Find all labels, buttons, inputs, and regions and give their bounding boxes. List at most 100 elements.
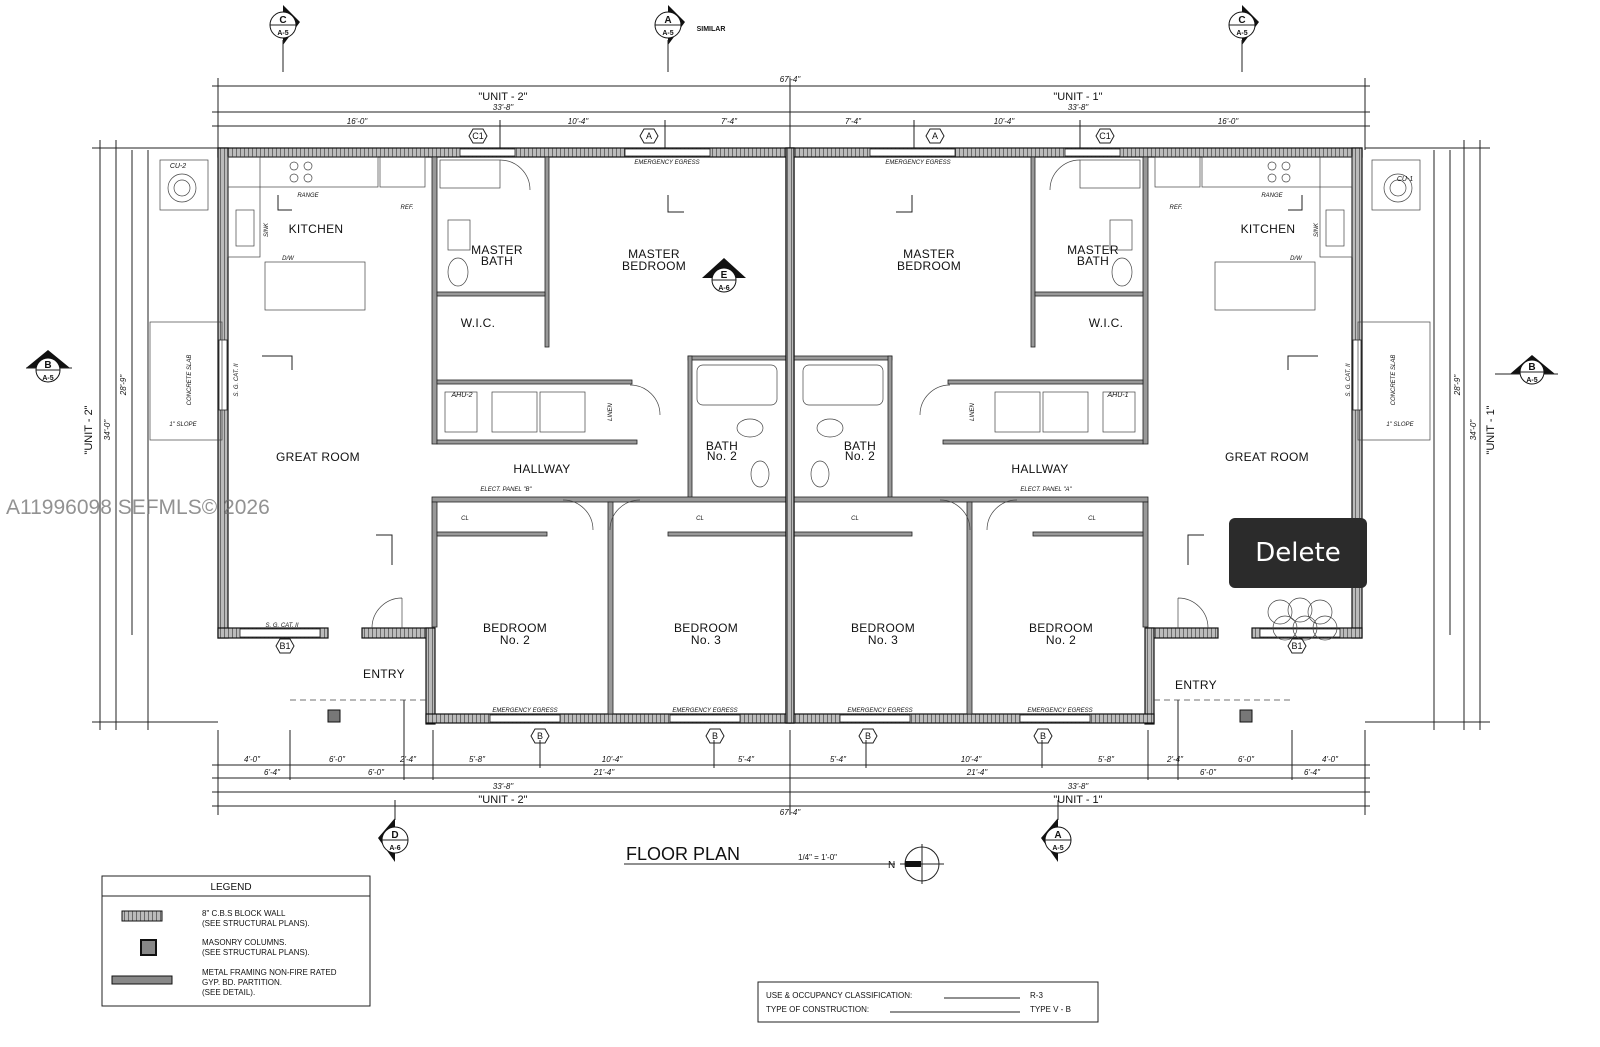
bush-icon [1267,597,1338,641]
room-master-bedroom-unit2: MASTER [628,247,680,261]
type-label: TYPE OF CONSTRUCTION: [766,1005,869,1014]
overall-width-bottom: 67'-4" [780,808,802,817]
room-master-bath-unit1: MASTER [1067,243,1119,257]
unit-1-depth-2: 28'-9" [1453,374,1462,397]
room-kitchen-unit1: KITCHEN [1241,222,1296,236]
legend: LEGEND 8" C.B.S BLOCK WALL (SEE STRUCTUR… [101,875,371,1007]
section-marker: EA-6 [702,258,746,293]
room-bath-unit1: BATH [844,439,876,453]
north-arrow-icon [900,844,944,884]
unit-1-label-bottom: "UNIT - 1" [1053,794,1102,806]
room-hallway-unit1: HALLWAY [1011,462,1068,476]
dim-bottom: 21'-4" [966,768,989,777]
similar-note: SIMILAR [697,26,726,33]
closet-label: CL [1088,516,1096,522]
window-tag: B [530,728,550,744]
dim-bottom: 6'-4" [264,768,281,777]
use-value: R-3 [1030,991,1043,1000]
unit-2-width-bottom: 33'-8" [493,782,515,791]
elect-panel-a: ELECT. PANEL "A" [1020,487,1072,493]
svg-text:A: A [646,131,652,141]
room-bedroom2-unit2-line2: No. 2 [500,633,530,647]
svg-text:B: B [44,360,51,371]
room-bath-unit2: BATH [706,439,738,453]
legend-item-text: GYP. BD. PARTITION. [202,978,282,987]
svg-text:B: B [865,731,871,741]
closet-label: CL [461,516,469,522]
ref-label: REF. [401,205,414,211]
legend-item-text: (SEE DETAIL). [202,988,255,997]
room-bedroom2-unit1-line2: No. 2 [1046,633,1076,647]
room-master-bath-unit2-line2: BATH [481,254,513,268]
egress-note: EMERGENCY EGRESS [847,708,912,714]
drawing-scale: 1/4" = 1'-0" [798,853,837,862]
dw-label: D/W [282,256,295,262]
dim-top: 16'-0" [1218,117,1240,126]
section-marker: BA-5 [1495,355,1558,385]
dimension-lines-sides [92,140,1490,730]
dim-top: 7'-4" [721,117,738,126]
window-tag: C1 [1095,128,1115,144]
room-master-bedroom-unit1-line2: BEDROOM [897,259,961,273]
svg-text:A-5: A-5 [277,30,288,37]
svg-text:A: A [1054,830,1061,841]
svg-text:B: B [1528,362,1535,373]
range-label: RANGE [1261,193,1283,199]
dim-bottom: 6'-0" [1238,755,1255,764]
watermark: A11996098 SEFMLS© 2026 [6,496,270,519]
sink-label: SINK [1314,222,1320,237]
room-wic-unit1: W.I.C. [1089,316,1123,330]
window-tag: B [705,728,725,744]
dim-bottom: 2'-4" [399,755,417,764]
svg-text:A-6: A-6 [718,285,729,292]
linen-label: LINEN [608,402,614,420]
equipment-ahu2: AHU-2 [450,392,472,399]
dim-bottom: 4'-0" [244,755,261,764]
elect-panel-b: ELECT. PANEL "B" [480,487,532,493]
window-tag: C1 [468,128,488,144]
svg-text:A-5: A-5 [662,30,673,37]
dimension-lines-bottom [212,700,1370,815]
slope-label: 1" SLOPE [1386,422,1414,428]
dim-bottom: 6'-4" [1304,768,1321,777]
unit-2-label-side: "UNIT - 2" [83,405,95,454]
dim-bottom: 5'-8" [469,755,486,764]
drawing-title: FLOOR PLAN [626,844,740,864]
egress-note: EMERGENCY EGRESS [885,160,950,166]
legend-item-text: (SEE STRUCTURAL PLANS). [202,919,310,928]
closet-label: CL [696,516,704,522]
section-marker: CA-5 [269,5,300,72]
dimension-lines-top [212,78,1370,150]
partition-swatch [111,975,173,985]
svg-text:B1: B1 [1291,641,1302,651]
sink-label: SINK [264,222,270,237]
section-marker: AA-5 SIMILAR [654,5,726,72]
svg-text:B: B [537,731,543,741]
window-tag: A [639,128,659,144]
equipment-cu2: CU-2 [170,163,186,170]
room-master-bath-unit1-line2: BATH [1077,254,1109,268]
safety-glass-label: S. G. CAT. II [1346,363,1352,396]
dim-top: 10'-4" [994,117,1016,126]
room-great-room-unit1: GREAT ROOM [1225,450,1309,464]
unit-1-width-bottom: 33'-8" [1068,782,1090,791]
occupancy-box: USE & OCCUPANCY CLASSIFICATION: R-3 TYPE… [757,981,1099,1023]
egress-note: EMERGENCY EGRESS [1027,708,1092,714]
room-entry-unit1: ENTRY [1175,678,1217,692]
svg-text:A-6: A-6 [389,845,400,852]
dim-bottom: 10'-4" [961,755,983,764]
room-bedroom3-unit2-line2: No. 3 [691,633,721,647]
delete-button[interactable]: Delete [1229,518,1367,588]
safety-glass-label: S. G. CAT. II [234,363,240,396]
dim-top: 7'-4" [845,117,862,126]
room-master-bedroom-unit2-line2: BEDROOM [622,259,686,273]
section-marker: CA-5 [1228,5,1259,72]
unit-1-label-side: "UNIT - 1" [1485,405,1497,454]
closet-label: CL [851,516,859,522]
egress-note: EMERGENCY EGRESS [634,160,699,166]
dim-bottom: 6'-0" [1200,768,1217,777]
dim-bottom: 6'-0" [329,755,346,764]
svg-text:A-5: A-5 [1052,845,1063,852]
window-tag: B1 [1287,638,1307,654]
